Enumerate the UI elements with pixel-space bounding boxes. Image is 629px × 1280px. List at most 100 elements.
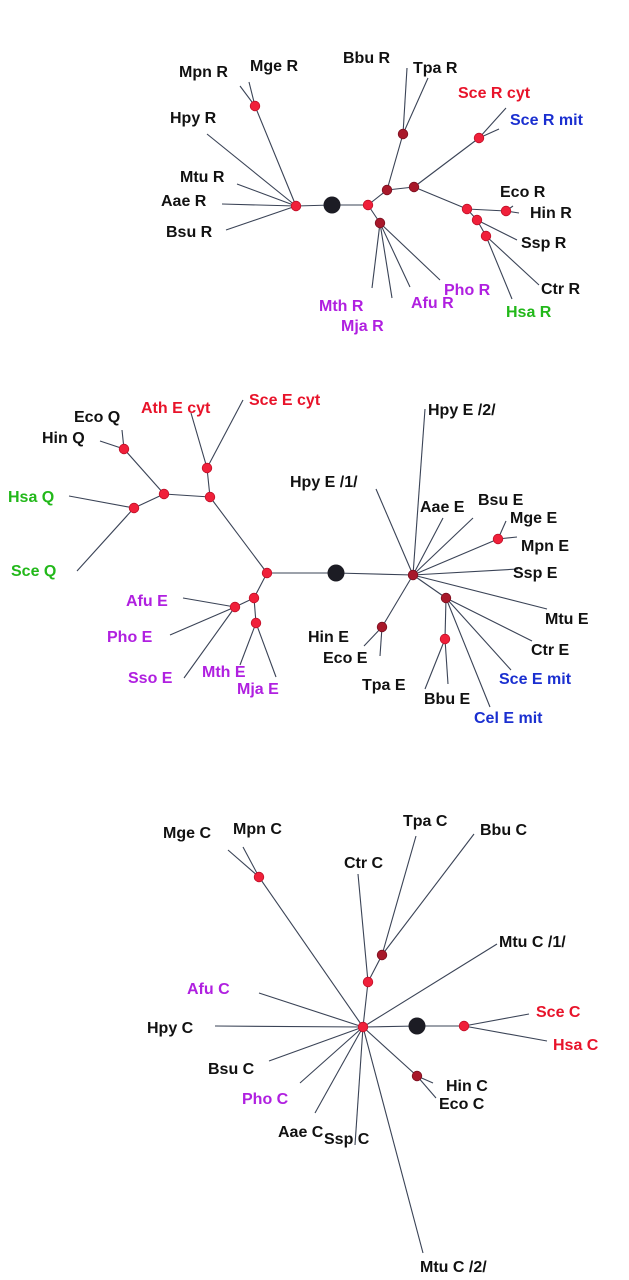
leaf-label: Cel E mit — [474, 710, 543, 727]
tree-C-internal-node — [376, 949, 388, 961]
tree-R-internal-node — [500, 205, 512, 217]
leaf-label: Tpa R — [413, 60, 458, 77]
leaf-label: Sso E — [128, 670, 173, 687]
tree-E-leaf-branch — [444, 638, 449, 685]
tree-R-leaf-branch — [485, 235, 540, 286]
tree-E-branch — [163, 493, 211, 498]
tree-E-branch — [335, 572, 414, 576]
tree-E-leaf-branch — [412, 408, 426, 576]
tree-R-leaf-branch — [206, 133, 297, 207]
tree-E-internal-node — [250, 617, 262, 629]
tree-C-root-node — [408, 1017, 426, 1035]
tree-R-branch — [386, 133, 404, 191]
leaf-label: Pho R — [444, 282, 491, 299]
tree-E-internal-node — [261, 567, 273, 579]
leaf-label: Mpn R — [179, 64, 228, 81]
leaf-label: Sce C — [536, 1004, 581, 1021]
tree-E-leaf-branch — [68, 495, 135, 509]
tree-C-leaf-branch — [214, 1025, 364, 1028]
tree-R-leaf-branch — [402, 77, 429, 135]
leaf-label: Sce E cyt — [249, 392, 321, 409]
tree-E-internal-node — [439, 633, 451, 645]
tree-E-branch — [444, 597, 447, 640]
leaf-label: Mtu R — [180, 169, 225, 186]
tree-E-leaf-branch — [412, 517, 474, 576]
tree-R-internal-node — [362, 199, 374, 211]
tree-E-internal-node — [201, 462, 213, 474]
leaf-label: Ctr R — [541, 281, 581, 298]
leaf-label: Mja E — [237, 681, 279, 698]
leaf-label: Eco R — [500, 184, 546, 201]
tree-C-branch — [258, 876, 364, 1028]
tree-R-branch — [254, 105, 297, 207]
tree-E-leaf-branch — [445, 597, 512, 671]
leaf-label: Mja R — [341, 318, 384, 335]
tree-R-internal-node — [374, 217, 386, 229]
tree-C-leaf-branch — [362, 1026, 424, 1254]
leaf-label: Sce R mit — [510, 112, 584, 129]
leaf-label: Hsa R — [506, 304, 552, 321]
leaf-label: Bsu C — [208, 1061, 255, 1078]
tree-R-internal-node — [408, 181, 420, 193]
tree-C-internal-node — [253, 871, 265, 883]
tree-C-leaf-branch — [381, 835, 417, 956]
leaf-label: Hin E — [308, 629, 349, 646]
tree-C-leaf-branch — [299, 1026, 364, 1084]
tree-E-leaf-branch — [424, 638, 446, 690]
tree-C-branch — [362, 981, 369, 1028]
leaf-label: Sce Q — [11, 563, 56, 580]
tree-E-leaf-branch — [182, 597, 236, 608]
tree-R-leaf-branch — [379, 222, 441, 281]
leaf-label: Mtu C /1/ — [499, 934, 566, 951]
leaf-label: Mpn E — [521, 538, 569, 555]
leaf-label: Hsa Q — [8, 489, 54, 506]
tree-E-branch — [412, 538, 499, 576]
leaf-label: Ssp E — [513, 565, 558, 582]
tree-R-internal-node — [290, 200, 302, 212]
leaf-label: Tpa C — [403, 813, 448, 830]
tree-E-leaf-branch — [76, 507, 135, 572]
leaf-label: Ssp C — [324, 1131, 370, 1148]
tree-E-internal-node — [204, 491, 216, 503]
leaf-label: Bbu R — [343, 50, 391, 67]
leaf-label: Ath E cyt — [141, 400, 211, 417]
leaf-label: Mge R — [250, 58, 298, 75]
leaf-label: Eco C — [439, 1096, 485, 1113]
tree-C-leaf-branch — [357, 873, 369, 983]
tree-E-leaf-branch — [255, 622, 277, 678]
tree-R-internal-node — [480, 230, 492, 242]
tree-E-branch — [209, 496, 268, 574]
leaf-label: Mtu C /2/ — [420, 1259, 487, 1276]
tree-C-branch — [362, 1025, 418, 1028]
tree-R-branch — [413, 137, 480, 188]
tree-R-leaf-branch — [402, 67, 408, 135]
leaf-label: Tpa E — [362, 677, 406, 694]
tree-R-leaf-branch — [485, 235, 513, 300]
leaf-label: Bbu E — [424, 691, 471, 708]
tree-C-leaf-branch — [314, 1026, 364, 1114]
tree-R-root-node — [323, 196, 341, 214]
tree-R-internal-node — [471, 214, 483, 226]
tree-E-root-node — [327, 564, 345, 582]
tree-E-internal-node — [158, 488, 170, 500]
leaf-label: Bsu R — [166, 224, 213, 241]
leaf-label: Ctr C — [344, 855, 384, 872]
tree-R-leaf-branch — [476, 219, 518, 241]
tree-R-internal-node — [381, 184, 393, 196]
tree-R-leaf-branch — [478, 107, 507, 139]
leaf-label: Hpy E /2/ — [428, 402, 496, 419]
leaf-label: Aae R — [161, 193, 207, 210]
tree-C-leaf-branch — [381, 833, 475, 956]
tree-E-internal-node — [229, 601, 241, 613]
tree-R-leaf-branch — [225, 205, 297, 231]
tree-E-leaf-branch — [412, 568, 519, 576]
tree-E-leaf-branch — [169, 606, 236, 636]
tree-E-branch — [381, 574, 414, 628]
tree-C-internal-node — [357, 1021, 369, 1033]
leaf-label: Eco Q — [74, 409, 120, 426]
leaf-label: Ssp R — [521, 235, 567, 252]
leaf-label: Aae E — [420, 499, 465, 516]
tree-C-leaf-branch — [227, 849, 260, 878]
tree-R-branch — [413, 186, 468, 210]
tree-C-leaf-branch — [463, 1025, 548, 1042]
